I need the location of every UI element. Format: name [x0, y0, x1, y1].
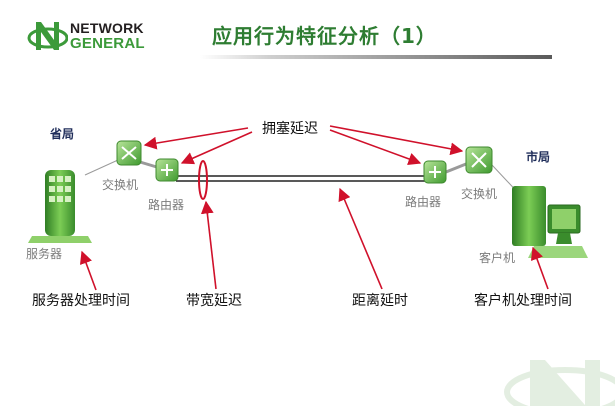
switch-right-label: 交换机 [461, 187, 498, 201]
router-right-icon [423, 160, 447, 184]
page-title: 应用行为特征分析（1） [212, 24, 437, 48]
router-left-icon [155, 158, 179, 182]
distance-delay-label: 距离延时 [352, 293, 408, 309]
logo-mark-icon [27, 22, 68, 50]
client-computer-icon [512, 186, 588, 258]
bandwidth-delay-label: 带宽延迟 [186, 293, 242, 309]
server-processing-label: 服务器处理时间 [32, 293, 130, 309]
client-time-arrow [530, 246, 549, 290]
switch-right-icon [465, 146, 493, 174]
server-time-arrow [79, 250, 97, 291]
city-label: 市局 [526, 150, 551, 164]
watermark-logo-icon [504, 360, 615, 406]
switch-left-label: 交换机 [102, 178, 139, 192]
network-general-logo: NETWORK GENERAL [26, 18, 176, 54]
logo-word-network: NETWORK [70, 20, 144, 36]
distance-arrow [338, 187, 383, 290]
province-label: 省局 [50, 127, 75, 141]
router-left-label: 路由器 [148, 198, 185, 212]
client-processing-label: 客户机处理时间 [474, 293, 572, 309]
congestion-arrows [143, 125, 464, 166]
logo-word-general: GENERAL [70, 35, 145, 52]
link-server-switch [84, 159, 119, 176]
link-router-switch-right [445, 162, 467, 174]
server-icon [28, 170, 92, 243]
router-right-label: 路由器 [405, 195, 442, 209]
switch-left-icon [116, 140, 142, 166]
bandwidth-arrow [200, 200, 217, 290]
client-label: 客户机 [479, 251, 516, 265]
title-divider [200, 55, 552, 59]
bandwidth-ellipse [198, 160, 208, 200]
congestion-delay-label: 拥塞延迟 [262, 121, 318, 137]
server-label: 服务器 [26, 247, 63, 261]
